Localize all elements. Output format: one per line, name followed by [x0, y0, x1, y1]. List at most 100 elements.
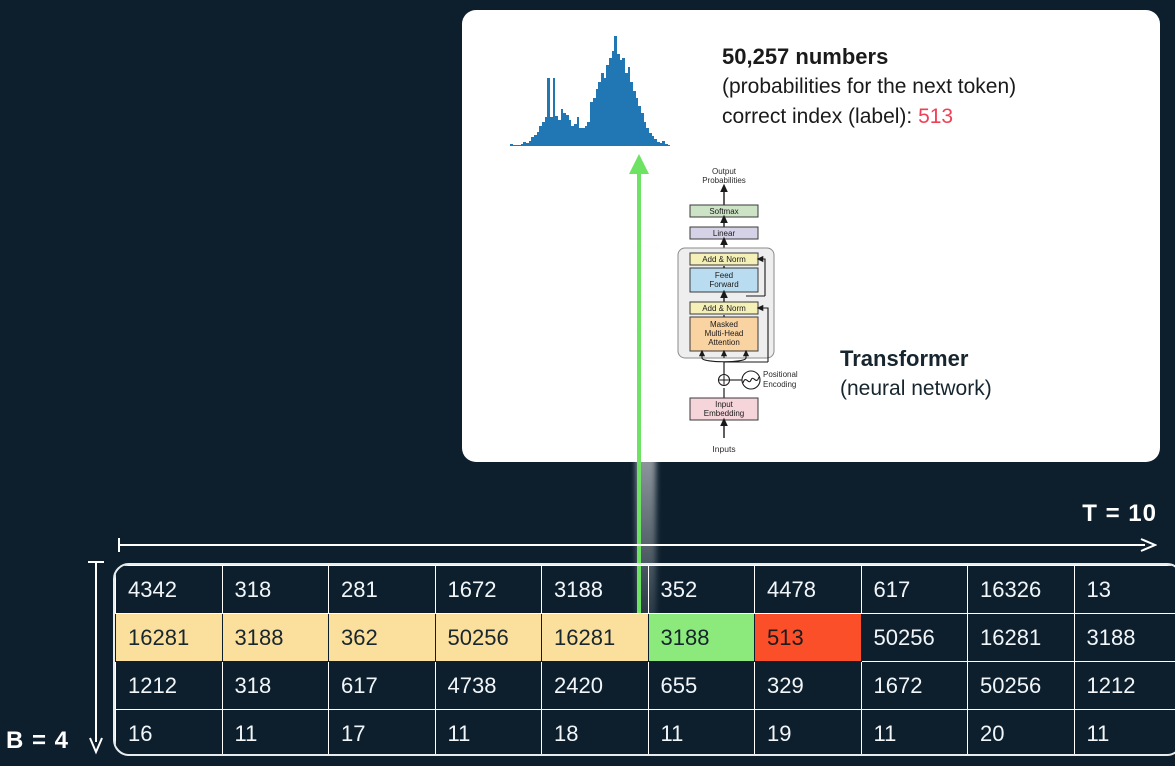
histogram-bar — [616, 53, 620, 146]
histogram-bar — [566, 115, 569, 146]
svg-text:Forward: Forward — [709, 280, 738, 289]
next-token-probability-histogram — [510, 36, 671, 146]
token-cell[interactable]: 318 — [221, 661, 329, 710]
token-cell[interactable]: 318 — [221, 565, 329, 614]
transformer-caption: Transformer (neural network) — [840, 344, 992, 404]
token-cell[interactable]: 3188 — [647, 613, 755, 662]
histogram-bar — [608, 58, 612, 146]
histogram-bar — [536, 131, 540, 146]
histogram-bar — [539, 126, 543, 146]
histogram-bar — [614, 36, 617, 146]
svg-text:Encoding: Encoding — [763, 380, 796, 389]
token-cell[interactable]: 19 — [754, 709, 862, 754]
token-cell[interactable]: 16 — [115, 709, 223, 754]
token-cell[interactable]: 513 — [754, 613, 862, 662]
token-cell[interactable]: 617 — [328, 661, 436, 710]
histogram-bar — [624, 73, 628, 146]
transformer-caption-line-1: Transformer — [840, 346, 969, 371]
histogram-bar — [646, 128, 649, 146]
histogram-bar — [576, 117, 580, 146]
svg-text:Probabilities: Probabilities — [702, 176, 746, 185]
token-cell[interactable]: 3188 — [1073, 613, 1175, 662]
caption-line-2: (probabilities for the next token) — [722, 75, 1017, 98]
histogram-bar — [550, 117, 553, 146]
token-cell[interactable]: 16326 — [967, 565, 1075, 614]
histogram-bar — [662, 140, 665, 146]
token-cell[interactable]: 11 — [221, 709, 329, 754]
histogram-bar — [643, 121, 647, 146]
transformer-architecture-diagram: Output Probabilities Softmax Linear Add … — [662, 162, 842, 457]
svg-text:Linear: Linear — [713, 229, 736, 238]
token-cell[interactable]: 1212 — [1073, 661, 1175, 710]
histogram-bar — [664, 143, 668, 146]
caption-line-3: correct index (label): 513 — [722, 102, 1142, 132]
svg-text:Inputs: Inputs — [712, 444, 735, 454]
histogram-bar — [515, 144, 519, 146]
token-cell[interactable]: 11 — [1073, 709, 1175, 754]
token-cell[interactable]: 281 — [328, 565, 436, 614]
histogram-bar — [534, 135, 537, 146]
histogram-bar — [552, 77, 556, 146]
token-cell[interactable]: 16281 — [967, 613, 1075, 662]
token-cell[interactable]: 1672 — [860, 661, 968, 710]
token-cell[interactable]: 17 — [328, 709, 436, 754]
token-cell[interactable]: 362 — [328, 613, 436, 662]
histogram-bar — [523, 141, 527, 146]
histogram-bar — [531, 137, 535, 146]
token-cell[interactable]: 4478 — [754, 565, 862, 614]
token-cell[interactable]: 20 — [967, 709, 1075, 754]
histogram-bar — [571, 126, 575, 146]
histogram-bar — [584, 126, 588, 146]
histogram-bar — [651, 136, 655, 146]
histogram-bar — [555, 116, 559, 146]
token-cell[interactable]: 3188 — [221, 613, 329, 662]
token-cell[interactable]: 50256 — [860, 613, 968, 662]
t-axis-arrow — [117, 538, 1158, 552]
svg-text:Embedding: Embedding — [704, 409, 744, 418]
histogram-bar — [600, 73, 604, 146]
token-cell[interactable]: 4738 — [434, 661, 542, 710]
token-cell[interactable]: 50256 — [434, 613, 542, 662]
token-cell[interactable]: 1672 — [434, 565, 542, 614]
histogram-bar — [635, 97, 639, 146]
histogram-bar — [595, 88, 599, 146]
token-cell[interactable]: 617 — [860, 565, 968, 614]
token-cell[interactable]: 18 — [541, 709, 649, 754]
histogram-bar — [518, 144, 521, 146]
svg-text:Masked: Masked — [710, 320, 738, 329]
histogram-bar — [558, 119, 561, 146]
histogram-bar — [560, 108, 564, 146]
token-cell[interactable]: 16281 — [541, 613, 649, 662]
token-cell[interactable]: 16281 — [115, 613, 223, 662]
token-cell[interactable]: 352 — [647, 565, 755, 614]
histogram-bar — [659, 142, 663, 146]
correct-index-value: 513 — [918, 105, 954, 128]
histogram-bar — [630, 82, 633, 146]
token-cell[interactable]: 3188 — [541, 565, 649, 614]
histogram-bar — [603, 77, 607, 146]
histogram-bar — [544, 117, 548, 146]
histogram-bar — [520, 143, 524, 146]
histogram-bar — [667, 144, 671, 146]
token-cell[interactable]: 2420 — [541, 661, 649, 710]
histogram-bar — [619, 60, 623, 146]
transformer-caption-line-2: (neural network) — [840, 377, 992, 400]
token-cell[interactable]: 50256 — [967, 661, 1075, 710]
token-cell[interactable]: 11 — [434, 709, 542, 754]
token-cell[interactable]: 329 — [754, 661, 862, 710]
b-dimension-label: B = 4 — [6, 727, 70, 754]
token-cell[interactable]: 4342 — [115, 565, 223, 614]
token-cell[interactable]: 13 — [1073, 565, 1175, 614]
histogram-bar — [563, 113, 567, 146]
token-cell[interactable]: 11 — [860, 709, 968, 754]
histogram-bar — [526, 142, 529, 146]
token-cell[interactable]: 11 — [647, 709, 755, 754]
histogram-bar — [547, 77, 551, 146]
token-cell[interactable]: 1212 — [115, 661, 223, 710]
token-cell[interactable]: 655 — [647, 661, 755, 710]
histogram-bar — [622, 58, 625, 146]
